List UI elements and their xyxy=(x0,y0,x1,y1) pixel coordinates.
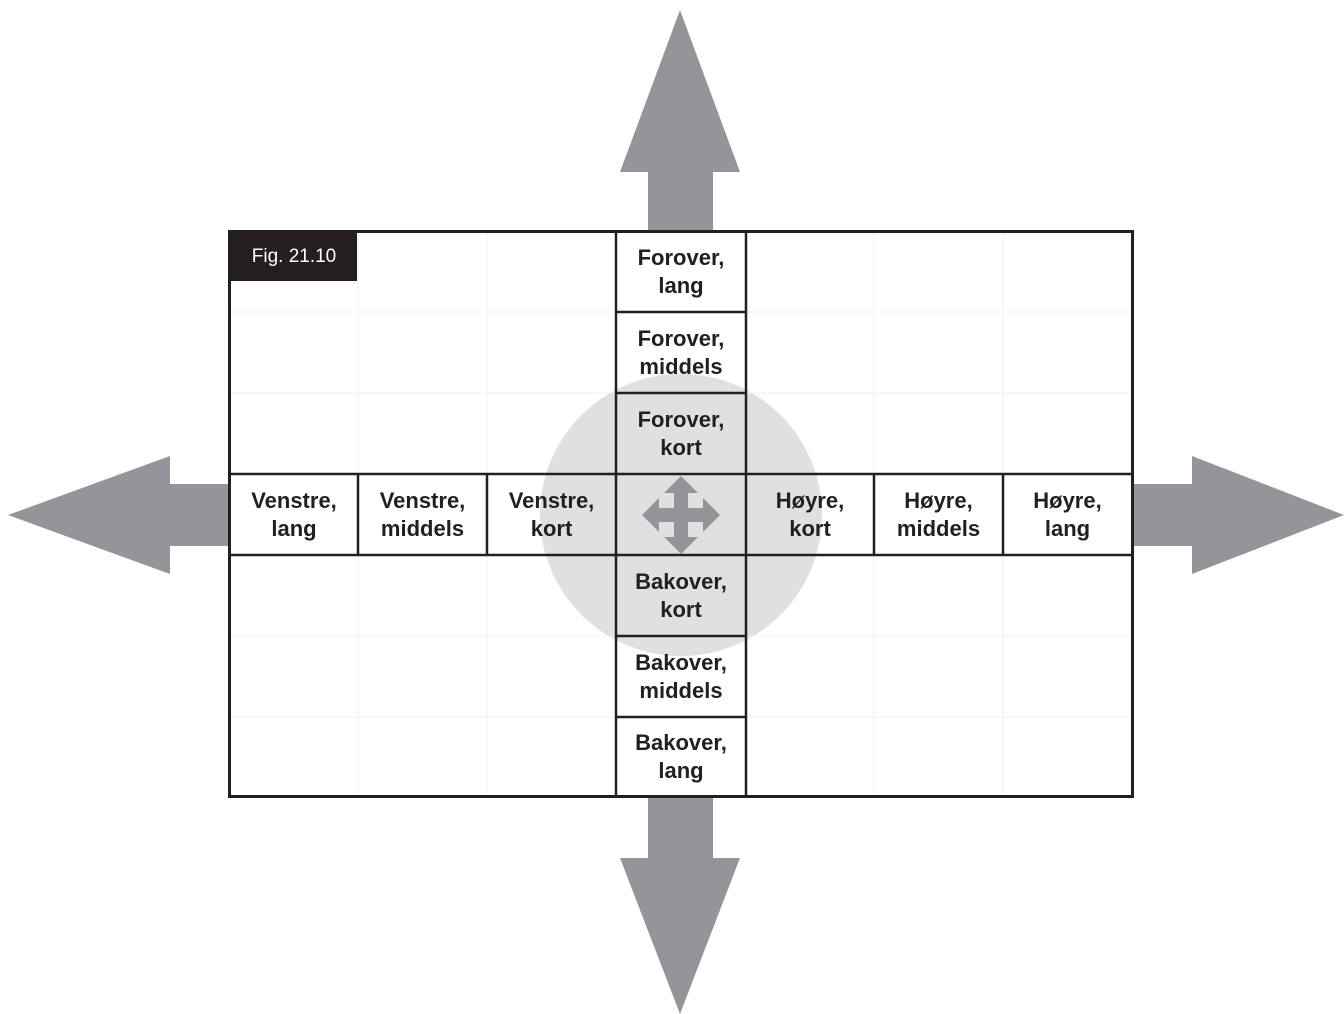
cell-forward-medium[interactable]: Forover, middels xyxy=(617,313,745,392)
cell-forward-short-label: Forover, kort xyxy=(637,406,725,460)
grid-faint-lines xyxy=(231,233,1131,795)
cell-right-long[interactable]: Høyre, lang xyxy=(1004,475,1131,554)
cell-backward-medium[interactable]: Bakover, middels xyxy=(617,637,745,716)
cell-backward-long-label: Bakover, lang xyxy=(635,730,727,783)
left-arrow-icon xyxy=(8,456,231,574)
cell-backward-long[interactable]: Bakover, lang xyxy=(617,718,745,796)
right-arrow-icon xyxy=(1133,456,1344,574)
cell-right-short[interactable]: Høyre, kort xyxy=(747,475,873,554)
cell-right-short-label: Høyre, kort xyxy=(775,487,845,541)
cell-right-long-label: Høyre, lang xyxy=(1033,487,1102,541)
cell-left-short-label: Venstre, kort xyxy=(508,487,595,541)
cell-left-short[interactable]: Venstre, kort xyxy=(488,475,615,554)
cell-center[interactable] xyxy=(617,475,745,554)
cell-backward-medium-label: Bakover, middels xyxy=(635,649,727,703)
move-arrows-icon xyxy=(642,476,720,554)
cell-backward-short-label: Bakover, kort xyxy=(635,568,727,622)
cell-forward-long[interactable]: Forover, lang xyxy=(617,233,745,311)
up-arrow-icon xyxy=(620,10,740,232)
direction-arrows xyxy=(8,10,1344,1014)
cell-left-long-label: Venstre, lang xyxy=(251,487,337,541)
cell-right-medium[interactable]: Høyre, middels xyxy=(875,475,1002,554)
cell-left-medium-label: Venstre, middels xyxy=(379,487,466,541)
cell-left-medium[interactable]: Venstre, middels xyxy=(359,475,486,554)
cell-forward-long-label: Forover, lang xyxy=(637,245,725,298)
cell-right-medium-label: Høyre, middels xyxy=(896,487,981,541)
cell-left-long[interactable]: Venstre, lang xyxy=(231,475,357,554)
down-arrow-icon xyxy=(620,797,740,1014)
cell-forward-short[interactable]: Forover, kort xyxy=(617,394,745,473)
cell-forward-medium-label: Forover, middels xyxy=(637,325,725,379)
figure-label: Fig. 21.10 xyxy=(231,233,357,281)
cross-lines xyxy=(230,232,1132,796)
cell-backward-short[interactable]: Bakover, kort xyxy=(617,556,745,635)
